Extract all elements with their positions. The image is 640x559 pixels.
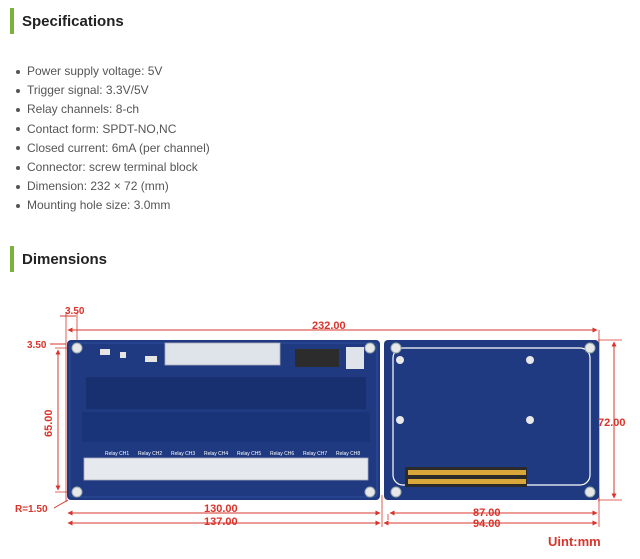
mounting-hole-icon — [584, 486, 596, 498]
list-item: Dimension: 232 × 72 (mm) — [16, 177, 210, 196]
dimensions-header: Dimensions — [10, 246, 107, 272]
bullet-icon — [16, 146, 20, 151]
bullet-icon — [16, 184, 20, 189]
mounting-hole-icon — [71, 486, 83, 498]
dimensions-title: Dimensions — [22, 250, 108, 268]
relay-board: Relay CH1 Relay CH2 Relay CH3 Relay CH4 … — [67, 340, 380, 500]
relay-labels: Relay CH1 Relay CH2 Relay CH3 Relay CH4 … — [105, 451, 360, 457]
relay-row — [82, 377, 370, 442]
dim-unit: Uint:mm — [548, 534, 601, 549]
relay-label: Relay CH3 — [171, 451, 195, 457]
bullet-icon — [16, 88, 20, 93]
relay-label: Relay CH1 — [105, 451, 129, 457]
bullet-icon — [16, 69, 20, 74]
relay-label: Relay CH5 — [237, 451, 261, 457]
dim-hole-offset-y: 3.50 — [27, 340, 47, 351]
relay-label: Relay CH6 — [270, 451, 294, 457]
dim-corner-radius: R=1.50 — [15, 504, 48, 515]
bullet-icon — [16, 203, 20, 208]
dim-hole-spacing-y: 65.00 — [43, 409, 55, 437]
connector — [346, 347, 364, 369]
list-item: Power supply voltage: 5V — [16, 62, 210, 81]
relay-label: Relay CH8 — [336, 451, 360, 457]
list-item: Connector: screw terminal block — [16, 158, 210, 177]
dim-right-hole-span: 87.00 — [473, 507, 501, 519]
dim-hole-offset-x: 3.50 — [65, 306, 85, 317]
bullet-icon — [16, 127, 20, 132]
specifications-header: Specifications — [10, 8, 124, 34]
list-item: Relay channels: 8-ch — [16, 100, 210, 119]
specifications-list: Power supply voltage: 5V Trigger signal:… — [16, 62, 210, 216]
terminal-block — [83, 457, 369, 481]
dimension-lines — [50, 315, 617, 526]
mounting-hole-icon — [71, 342, 83, 354]
bullet-icon — [16, 107, 20, 112]
bullet-icon — [16, 165, 20, 170]
relay-label: Relay CH2 — [138, 451, 162, 457]
relay-label: Relay CH7 — [303, 451, 327, 457]
list-item: Trigger signal: 3.3V/5V — [16, 81, 210, 100]
dimension-drawing: Relay CH1 Relay CH2 Relay CH3 Relay CH4 … — [15, 306, 626, 549]
mounting-hole-icon — [364, 342, 376, 354]
dim-total-width: 232.00 — [312, 320, 346, 332]
relay-label: Relay CH4 — [204, 451, 228, 457]
raspberry-pi-adapter-board — [384, 340, 599, 500]
dim-left-hole-span: 130.00 — [204, 503, 238, 515]
list-item: Closed current: 6mA (per channel) — [16, 139, 210, 158]
dim-left-board-width: 137.00 — [204, 516, 238, 528]
specifications-title: Specifications — [22, 12, 124, 30]
list-item: Contact form: SPDT-NO,NC — [16, 120, 210, 139]
pin-header — [295, 349, 339, 367]
mounting-hole-icon — [390, 486, 402, 498]
dim-right-board-width: 94.00 — [473, 518, 501, 530]
dim-total-height: 72.00 — [598, 417, 626, 429]
mounting-hole-icon — [390, 342, 402, 354]
mounting-hole-icon — [584, 342, 596, 354]
list-item: Mounting hole size: 3.0mm — [16, 196, 210, 215]
mounting-hole-icon — [364, 486, 376, 498]
terminal-block — [164, 342, 281, 366]
